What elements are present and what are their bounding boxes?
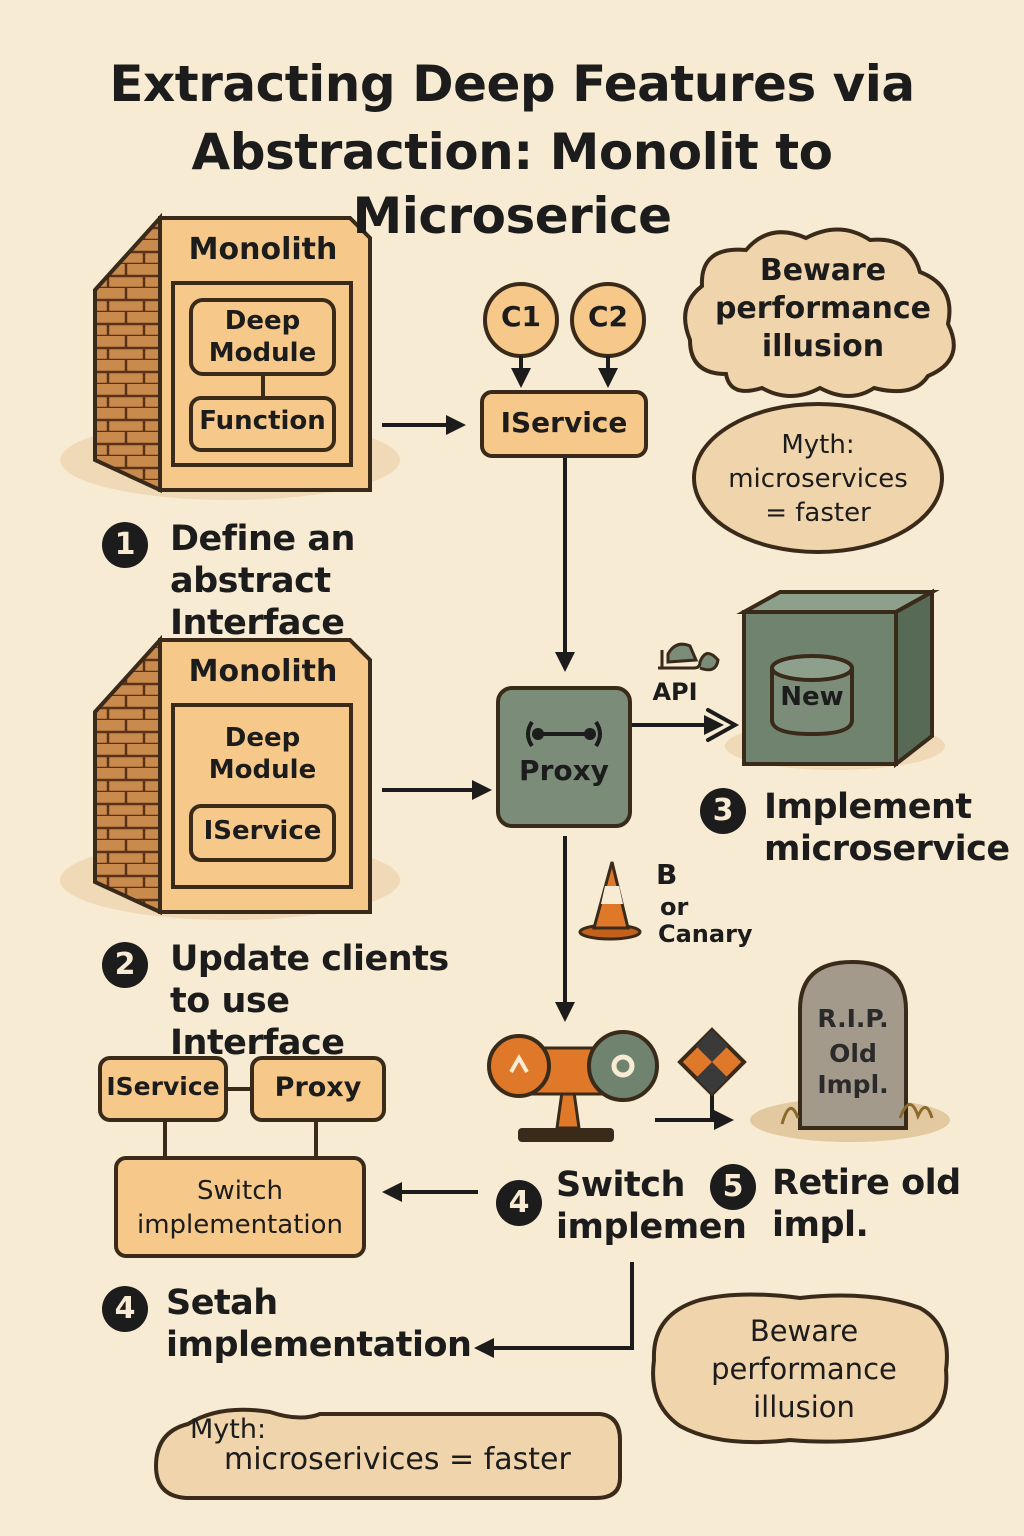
- monolith-block-2: [60, 634, 400, 920]
- page-title-line-1: Extracting Deep Features via: [109, 55, 915, 113]
- rollout-canary-label: Canary: [658, 920, 753, 948]
- clients-group: [480, 282, 648, 458]
- client-c1-label: C1: [500, 300, 542, 333]
- step-5-number: 5: [710, 1164, 756, 1210]
- new-service-label: New: [780, 682, 844, 712]
- switch-iservice-label: IService: [106, 1072, 220, 1101]
- api-icon: [658, 642, 720, 672]
- warning-sign-icon: [677, 1027, 747, 1120]
- oval-note-top-shape: [692, 402, 944, 554]
- step-2-number: 2: [102, 942, 148, 988]
- note-myth-bottom-line-1: Myth:: [190, 1414, 267, 1445]
- switch-implementation-label: Switch implementation: [136, 1176, 343, 1240]
- tombstone-line-2: Old: [829, 1039, 877, 1068]
- client-c2-label: C2: [587, 300, 629, 333]
- note-oval-top-text: Myth: microservices = faster: [728, 430, 908, 528]
- monolith-1-label: Monolith: [188, 232, 338, 267]
- myth-note-bottom-shape: [153, 1407, 622, 1500]
- step-1-number: 1: [102, 522, 148, 568]
- iservice-top-label: IService: [500, 406, 628, 439]
- rollout-b-label: B: [656, 858, 678, 891]
- api-label: API: [652, 678, 698, 706]
- tombstone-icon: [750, 959, 950, 1142]
- page-title-line-2: Abstraction: Monolit to Microserice: [191, 123, 833, 245]
- step-4-switch-text: Switch implemen: [556, 1165, 747, 1247]
- note-cloud-bottom-text: Beware performance illusion: [711, 1314, 897, 1424]
- step-1-text: Define an abstract Interface: [170, 519, 355, 643]
- microservice-cube: [725, 588, 945, 770]
- monolith-block-1: [60, 212, 400, 500]
- function-label: Function: [199, 406, 326, 436]
- step-3-text: Implement microservice: [764, 787, 1010, 869]
- step-4-setah-number: 4: [102, 1286, 148, 1332]
- rollout-or-label: or: [660, 893, 689, 921]
- switch-implementation-group: [98, 1056, 386, 1258]
- note-cloud-top-text: Beware performance illusion: [714, 253, 932, 364]
- note-myth-bottom-line-2: microserivices = faster: [224, 1442, 571, 1477]
- proxy-label: Proxy: [519, 754, 609, 787]
- step-4-switch-number: 4: [496, 1180, 542, 1226]
- deep-module-2-label: Deep Module: [208, 723, 317, 785]
- monolith-2-label: Monolith: [188, 654, 338, 689]
- proxy-node: [496, 686, 632, 828]
- cloud-note-bottom-shape: [651, 1292, 949, 1445]
- iservice-inner-label: IService: [203, 816, 322, 846]
- cloud-note-top-shape: [683, 227, 956, 398]
- switch-device-icon: [487, 1030, 659, 1142]
- step-2-text: Update clients to use Interface: [170, 939, 449, 1063]
- tombstone-line-3: Impl.: [817, 1070, 889, 1099]
- switch-proxy-label: Proxy: [274, 1072, 362, 1103]
- step-3-number: 3: [700, 788, 746, 834]
- deep-module-1-label: Deep Module: [208, 306, 317, 368]
- connector-arrows: [382, 415, 740, 1358]
- step-5-text: Retire old impl.: [772, 1163, 961, 1245]
- tombstone-line-1: R.I.P.: [817, 1004, 889, 1033]
- step-4-setah-text: Setah implementation: [166, 1283, 472, 1365]
- traffic-cone-icon: [578, 861, 642, 941]
